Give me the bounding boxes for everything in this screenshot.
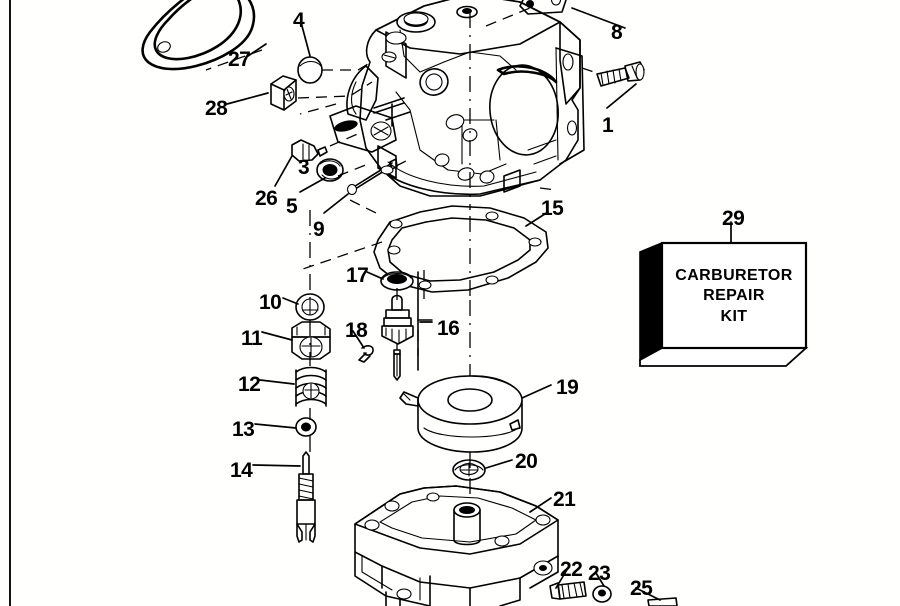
part-16-inlet-needle-seat [381, 294, 414, 381]
callout-number-25: 25 [630, 577, 653, 600]
part-14-high-speed-needle [296, 451, 316, 543]
callout-number-10: 10 [259, 291, 282, 314]
callout-number-13: 13 [232, 418, 255, 441]
callout-number-8: 8 [611, 21, 623, 44]
part-26-idle-adjust-screw [291, 139, 328, 162]
callout-number-14: 14 [230, 459, 253, 482]
callout-number-18: 18 [345, 319, 368, 342]
callout-number-20: 20 [515, 450, 538, 473]
part-28-nut [270, 75, 297, 111]
part-19-float [399, 375, 523, 453]
part-4-plug-ball [297, 56, 323, 84]
part-23-gasket-seal [592, 585, 612, 603]
callout-number-28: 28 [205, 97, 228, 120]
part-13-washer-small [295, 417, 317, 437]
repair-kit-label-line3: KIT [720, 307, 748, 325]
callout-number-22: 22 [560, 558, 583, 581]
callout-number-21: 21 [553, 488, 576, 511]
part-12-spring [295, 366, 327, 407]
repair-kit-label-line1: CARBURETOR [675, 267, 793, 284]
part-15-float-bowl-gasket [373, 205, 549, 293]
part-1-idle-mixture-screw [596, 61, 645, 87]
callout-number-3: 3 [298, 156, 310, 179]
part-22-drain-screw [549, 581, 587, 600]
repair-kit-label: CARBURETOR REPAIR KIT [662, 266, 806, 327]
callout-number-5: 5 [286, 195, 298, 218]
part-25-screw [647, 597, 678, 606]
callout-number-4: 4 [293, 9, 305, 32]
repair-kit-label-line2: REPAIR [703, 287, 765, 305]
part-17-gasket-ring [380, 271, 414, 291]
callout-leader-lines [226, 7, 732, 601]
page-border-left [9, 0, 11, 606]
part-29-carburetor-repair-kit-box [639, 241, 809, 367]
part-18-float-hinge-pin [358, 345, 374, 363]
callout-number-17: 17 [346, 264, 369, 287]
assembly-axis-lines [309, 12, 471, 500]
callout-number-19: 19 [556, 376, 579, 399]
part-11-packing-nut [291, 321, 331, 360]
part-27-intake-gasket [141, 0, 256, 71]
part-20-retainer-clip [452, 459, 486, 481]
part-5-spring-washer [316, 158, 344, 182]
callout-number-16: 16 [437, 317, 460, 340]
part-10-packing-washer [295, 293, 325, 321]
callout-number-27: 27 [228, 48, 251, 71]
callout-number-12: 12 [238, 373, 261, 396]
callout-number-26: 26 [255, 187, 278, 210]
part-21-float-bowl [354, 485, 559, 606]
callout-number-1: 1 [602, 114, 614, 137]
carburetor-main-body [329, 0, 585, 197]
callout-number-15: 15 [541, 197, 564, 220]
callout-number-9: 9 [313, 218, 325, 241]
part-16-bracket [417, 271, 433, 371]
part-8-lever-link [519, 0, 567, 15]
callout-number-29: 29 [722, 207, 745, 230]
callout-number-23: 23 [588, 562, 611, 585]
callout-number-11: 11 [241, 327, 263, 350]
